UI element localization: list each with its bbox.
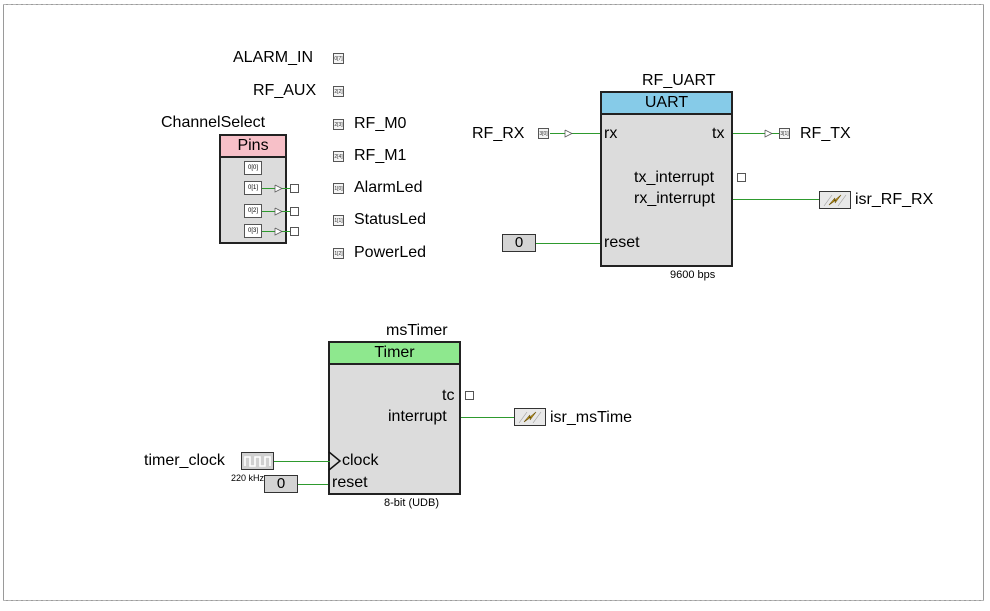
- uart-pin-tx-interrupt: tx_interrupt: [634, 169, 715, 186]
- port-rf-tx-label: RF_TX: [800, 125, 851, 142]
- interrupt-lightning-icon: [518, 411, 542, 424]
- timer-pin-interrupt: interrupt: [388, 408, 447, 425]
- timer-clock-label: timer_clock: [144, 452, 225, 469]
- isr-rf-rx-label: isr_RF_RX: [855, 191, 934, 208]
- uart-instance-name: RF_UART: [642, 72, 716, 89]
- port-power-led-label: PowerLed: [354, 244, 427, 261]
- timer-header: Timer: [330, 343, 459, 365]
- rf-rx-wire: [550, 133, 600, 134]
- port-power-led-tag[interactable]: 1[2]: [333, 248, 344, 259]
- isr-ms-time-component[interactable]: [514, 408, 546, 426]
- clock-wire: [274, 461, 330, 462]
- timer-reset-constant[interactable]: 0: [264, 475, 298, 493]
- channel-pin-2-terminal[interactable]: [290, 207, 299, 216]
- channel-select-header: Pins: [221, 136, 285, 158]
- port-alarm-led-label: AlarmLed: [354, 179, 423, 196]
- uart-reset-constant[interactable]: 0: [502, 234, 536, 252]
- channel-pin-1-arrow-icon: [274, 184, 283, 193]
- port-rf-tx-tag[interactable]: 3[1]: [779, 128, 790, 139]
- timer-pin-reset: reset: [332, 474, 368, 491]
- uart-footer: 9600 bps: [670, 269, 716, 281]
- timer-clock-frequency: 220 kHz: [231, 473, 265, 483]
- channel-pin-1-terminal[interactable]: [290, 184, 299, 193]
- port-rf-aux-label: RF_AUX: [253, 82, 317, 99]
- uart-reset-wire: [536, 243, 600, 244]
- port-rf-m0-tag[interactable]: 2[3]: [333, 119, 344, 130]
- channel-pin-2[interactable]: 0[2]: [244, 204, 262, 218]
- uart-pin-tx: tx: [712, 125, 725, 142]
- channel-pin-1[interactable]: 0[1]: [244, 181, 262, 195]
- port-rf-aux-tag[interactable]: 2[2]: [333, 86, 344, 97]
- port-rf-rx-tag[interactable]: 3[0]: [538, 128, 549, 139]
- port-alarm-in-label: ALARM_IN: [233, 49, 314, 66]
- rf-tx-arrow-icon: [764, 129, 773, 138]
- timer-interrupt-wire: [461, 417, 514, 418]
- uart-header: UART: [602, 93, 731, 115]
- timer-block[interactable]: Timer: [328, 341, 461, 495]
- channel-pin-3-arrow-icon: [274, 227, 283, 236]
- channel-pin-2-arrow-icon: [274, 207, 283, 216]
- port-rf-rx-label: RF_RX: [472, 125, 525, 142]
- channel-pin-3-terminal[interactable]: [290, 227, 299, 236]
- uart-pin-reset: reset: [604, 234, 640, 251]
- uart-pin-rx: rx: [604, 125, 618, 142]
- timer-instance-name: msTimer: [386, 322, 448, 339]
- isr-rf-rx-component[interactable]: [819, 191, 851, 209]
- channel-pin-3[interactable]: 0[3]: [244, 224, 262, 238]
- port-alarm-led-tag[interactable]: 1[0]: [333, 183, 344, 194]
- uart-pin-rx-interrupt: rx_interrupt: [634, 190, 715, 207]
- port-alarm-in-tag[interactable]: 0[7]: [333, 53, 344, 64]
- timer-pin-clock: clock: [342, 452, 379, 469]
- schematic-sheet: [3, 4, 984, 601]
- port-status-led-label: StatusLed: [354, 211, 427, 228]
- rx-interrupt-wire: [733, 199, 819, 200]
- interrupt-lightning-icon: [823, 194, 847, 207]
- clock-waveform-icon: [244, 456, 271, 467]
- port-rf-m1-tag[interactable]: 2[4]: [333, 151, 344, 162]
- timer-pin-tc: tc: [442, 387, 455, 404]
- timer-reset-wire: [298, 484, 328, 485]
- timer-footer: 8-bit (UDB): [384, 497, 440, 509]
- timer-tc-terminal[interactable]: [465, 391, 474, 400]
- timer-clock-component[interactable]: [241, 452, 274, 470]
- rf-tx-wire: [733, 133, 779, 134]
- port-rf-m0-label: RF_M0: [354, 115, 407, 132]
- port-status-led-tag[interactable]: 1[1]: [333, 215, 344, 226]
- clock-input-triangle-icon: [328, 451, 342, 471]
- uart-block[interactable]: UART: [600, 91, 733, 267]
- channel-pin-0[interactable]: 0[0]: [244, 161, 262, 175]
- isr-ms-time-label: isr_msTime: [550, 409, 633, 426]
- rf-rx-arrow-icon: [564, 129, 573, 138]
- channel-select-instance-name: ChannelSelect: [161, 114, 266, 131]
- uart-tx-interrupt-terminal[interactable]: [737, 173, 746, 182]
- port-rf-m1-label: RF_M1: [354, 147, 407, 164]
